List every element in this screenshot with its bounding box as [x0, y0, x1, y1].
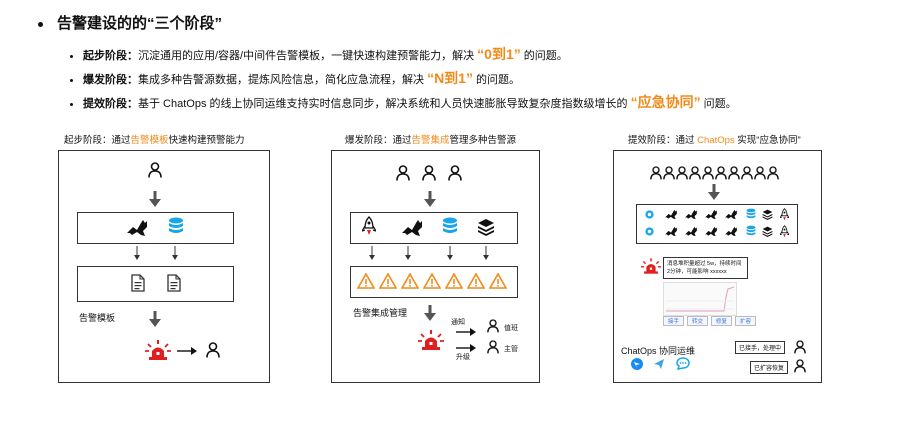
warning-icon — [379, 273, 397, 289]
bullet-text-end: 问题。 — [700, 98, 737, 110]
bullet-label: 提效阶段： — [83, 98, 138, 110]
user-icon — [422, 165, 436, 181]
user-icon — [148, 162, 162, 178]
bullet-text-end: 的问题。 — [472, 74, 521, 86]
duty-label: 值班 — [504, 325, 518, 332]
arrow-down-icon — [149, 191, 161, 207]
source-grid-box — [636, 204, 798, 244]
cat-icon — [400, 219, 424, 237]
status-recovered: 已扩容恢复 — [750, 361, 789, 374]
mini-chart — [663, 282, 737, 316]
bullet-highlight: “N到1” — [427, 70, 473, 86]
dingtalk-icon — [631, 358, 643, 370]
thin-arrow-icon — [447, 246, 453, 260]
panel-title-highlight: 告警集成 — [411, 135, 450, 146]
arrow-right-icon — [177, 347, 197, 355]
notify-label: 通知 — [451, 319, 465, 326]
bullet-start: 起步阶段：沉淀通用的应用/容器/中间件告警模板，一键快速构建预警能力，解决 “0… — [70, 44, 568, 64]
user-group-icon — [650, 166, 779, 180]
template-box — [77, 266, 234, 302]
repair-button[interactable]: 修复 — [711, 316, 733, 326]
source-icons-grid — [645, 208, 789, 238]
bullet-label: 起步阶段： — [83, 50, 138, 62]
user-icon — [487, 319, 499, 333]
bullet-label: 爆发阶段： — [83, 74, 138, 86]
integration-label: 告警集成管理 — [353, 308, 408, 318]
template-label: 告警模板 — [79, 313, 116, 323]
panel-title-highlight: ChatOps — [697, 135, 735, 146]
thin-arrow-icon — [134, 246, 140, 260]
user-icon — [448, 165, 462, 181]
chatops-label: ChatOps 协同运维 — [621, 346, 696, 356]
scale-button[interactable]: 扩容 — [735, 316, 757, 326]
telegram-icon — [654, 359, 664, 369]
warning-icon — [357, 273, 375, 289]
manager-label: 主管 — [504, 346, 518, 353]
database-icon — [168, 217, 184, 237]
warning-icon — [489, 273, 507, 289]
escalate-label: 升级 — [456, 354, 470, 361]
user-row — [650, 166, 779, 180]
source-box — [77, 212, 234, 244]
bullet-text-end: 的问题。 — [520, 50, 568, 62]
rocket-icon — [362, 216, 376, 236]
action-buttons: 接手 转交 修复 扩容 — [663, 316, 757, 326]
thin-arrow-icon — [369, 246, 375, 260]
bullet-text: 集成多种告警源数据，提炼风险信息，简化应急流程，解决 — [138, 74, 428, 86]
user-icon — [206, 342, 220, 358]
document-icon — [131, 274, 145, 292]
page-title: 告警建设的的“三个阶段” — [38, 12, 222, 33]
thin-arrow-icon — [483, 246, 489, 260]
panel-title-text: 提效阶段：通过 — [628, 135, 698, 146]
bullet-highlight: “应急协同” — [630, 94, 701, 110]
alarm-siren-icon — [145, 340, 171, 360]
warning-icon — [467, 273, 485, 289]
bullet-highlight: “0到1” — [477, 46, 521, 62]
alert-message-card: 消息堆积量超过 5w，持续时间 2分钟，可能影响 xxxxxx — [663, 257, 748, 279]
warning-icon — [445, 273, 463, 289]
heading-text: 告警建设的的“三个阶段” — [57, 15, 223, 32]
panel-title-text-end: 快速构建预警能力 — [168, 135, 245, 146]
takeover-button[interactable]: 接手 — [663, 316, 685, 326]
user-icon — [794, 340, 806, 354]
user-icon — [487, 340, 499, 354]
bullet-burst: 爆发阶段：集成多种告警源数据，提炼风险信息，简化应急流程，解决 “N到1” 的问… — [70, 68, 520, 88]
warning-icon — [423, 273, 441, 289]
panel-title-start: 起步阶段：通过告警模板快速构建预警能力 — [64, 132, 245, 146]
arrow-right-icon — [452, 328, 480, 336]
alarm-siren-icon — [641, 258, 661, 274]
integration-box — [350, 266, 518, 298]
mini-chart-lines — [666, 286, 735, 312]
bullet-text: 基于 ChatOps 的线上协同运维支持实时信息同步，解决系统和人员快速膨胀导致… — [138, 98, 631, 110]
arrow-down-icon — [149, 311, 161, 327]
panel-title-efficiency: 提效阶段：通过 ChatOps 实现“应急协同” — [628, 132, 801, 146]
arrow-down-icon — [708, 184, 720, 200]
status-handling: 已接手，处理中 — [735, 341, 786, 354]
bullet-text: 沉淀通用的应用/容器/中间件告警模板，一键快速构建预警能力，解决 — [138, 50, 478, 62]
thin-arrow-icon — [172, 246, 178, 260]
document-icon — [167, 274, 181, 292]
bullet-efficiency: 提效阶段：基于 ChatOps 的线上协同运维支持实时信息同步，解决系统和人员快… — [70, 92, 737, 112]
arrow-right-icon — [452, 344, 480, 352]
cat-icon — [125, 219, 149, 237]
thin-arrow-icon — [405, 246, 411, 260]
panel-title-text: 起步阶段：通过 — [64, 135, 131, 146]
panel-title-text: 爆发阶段：通过 — [345, 135, 412, 146]
stack-icon — [477, 218, 495, 236]
arrow-down-icon — [424, 305, 436, 321]
chat-icon — [676, 357, 690, 370]
panel-title-highlight: 告警模板 — [130, 135, 169, 146]
user-icon — [396, 165, 410, 181]
user-icon — [794, 359, 806, 373]
alarm-siren-icon — [418, 330, 444, 350]
panel-title-text-end: 实现“应急协同” — [734, 135, 801, 146]
transfer-button[interactable]: 转交 — [687, 316, 709, 326]
bullet-dot — [38, 21, 43, 27]
warning-icon — [401, 273, 419, 289]
database-icon — [442, 217, 458, 237]
arrow-down-icon — [424, 191, 436, 207]
panel-title-burst: 爆发阶段：通过告警集成管理多种告警源 — [345, 132, 516, 146]
panel-title-text-end: 管理多种告警源 — [449, 135, 517, 146]
